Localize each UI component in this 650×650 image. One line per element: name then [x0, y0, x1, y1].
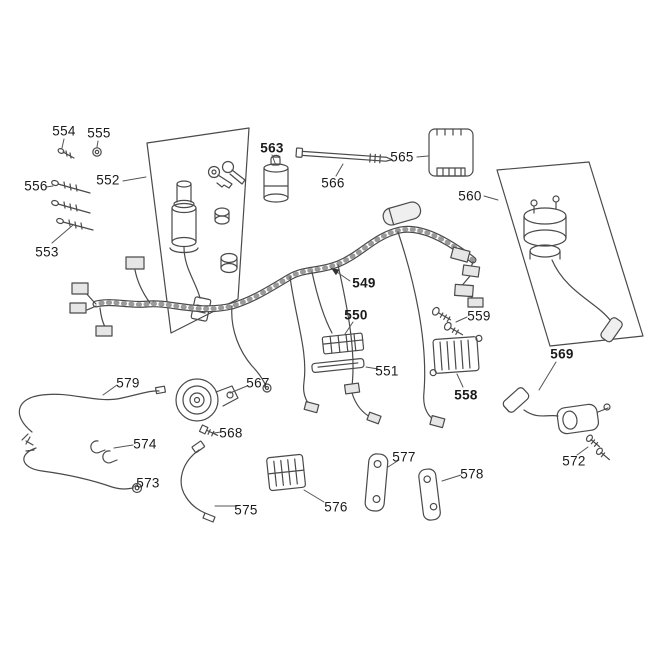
ground-cable-drawing	[23, 440, 143, 494]
part-label-556: 556	[24, 178, 48, 194]
screws-556-drawing	[51, 179, 91, 214]
ignition-switch-box	[146, 127, 250, 334]
part-label-559: 559	[467, 308, 491, 324]
screw-554-drawing	[57, 148, 75, 159]
part-label-569: 569	[550, 346, 574, 362]
part-label-574: 574	[133, 436, 157, 452]
part-label-578: 578	[460, 466, 484, 482]
part-label-568: 568	[219, 425, 243, 441]
ignition-coil-drawing	[502, 387, 611, 435]
horn-drawing	[175, 378, 239, 422]
wire-harness-drawing	[69, 201, 484, 429]
part-label-577: 577	[392, 449, 416, 465]
cdi-unit-drawing	[428, 128, 474, 177]
part-label-552: 552	[96, 172, 120, 188]
part-label-572: 572	[562, 453, 586, 469]
part-label-558: 558	[454, 387, 478, 403]
part-label-566: 566	[321, 175, 345, 191]
part-label-576: 576	[324, 499, 348, 515]
rectifier-drawing	[266, 453, 306, 492]
bolt-568-drawing	[198, 424, 219, 437]
part-label-575: 575	[234, 502, 258, 518]
condenser-drawing	[263, 154, 289, 203]
bracket-578-drawing	[418, 468, 441, 521]
part-label-549: 549	[352, 275, 376, 291]
part-label-565: 565	[390, 149, 414, 165]
bracket-577-drawing	[364, 453, 389, 512]
nut-555-drawing	[92, 147, 102, 157]
screw-553-drawing	[56, 217, 94, 231]
starter-relay-box	[496, 161, 644, 347]
screws-572-drawing	[585, 434, 611, 461]
regulator-drawing	[429, 334, 483, 377]
leader-lines	[45, 138, 589, 507]
long-bolt-drawing	[295, 147, 393, 164]
part-label-560: 560	[458, 188, 482, 204]
starter-relay-drawing	[523, 195, 623, 343]
part-label-551: 551	[375, 363, 399, 379]
ignition-switch-drawing	[169, 180, 238, 322]
part-label-553: 553	[35, 244, 59, 260]
part-label-554: 554	[52, 123, 76, 139]
part-label-550: 550	[344, 307, 368, 323]
lead-wire-575-drawing	[180, 440, 216, 523]
connector-strip-drawing	[311, 358, 365, 373]
part-label-563: 563	[260, 140, 284, 156]
clamps-drawing	[90, 440, 118, 464]
screws-559-drawing	[431, 306, 464, 336]
part-label-573: 573	[136, 475, 160, 491]
part-label-567: 567	[246, 375, 270, 391]
fuse-block-drawing	[321, 332, 365, 355]
arrowhead-549	[331, 268, 340, 276]
part-label-579: 579	[116, 375, 140, 391]
key-set-drawing	[207, 160, 246, 189]
wire-lead-579-drawing	[18, 385, 167, 445]
part-label-555: 555	[87, 125, 111, 141]
